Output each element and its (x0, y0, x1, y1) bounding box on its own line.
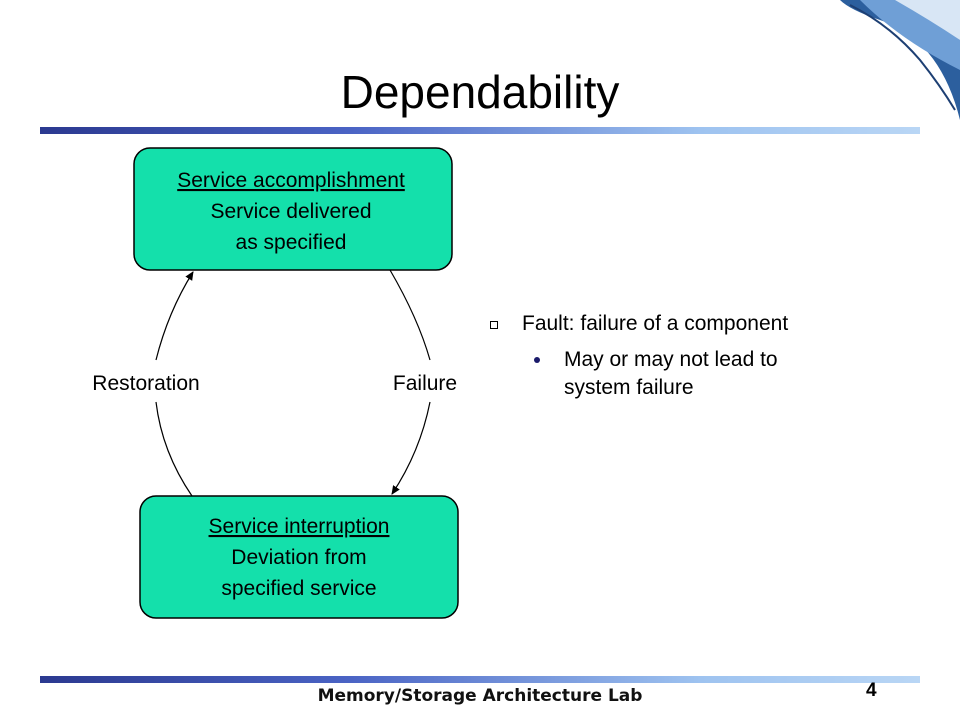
edge-failure-upper (389, 269, 431, 361)
footer-divider (40, 676, 920, 683)
node-service-interruption: Service interruption Deviation from spec… (139, 495, 459, 619)
bullet-item-fault: Fault: failure of a component (488, 310, 908, 338)
node-bottom-title: Service interruption (209, 515, 390, 538)
edge-label-failure: Failure (393, 372, 457, 395)
bullet-text-fault: Fault: failure of a component (522, 312, 789, 335)
node-top-line-1: Service delivered (210, 200, 371, 223)
dot-bullet-icon (534, 357, 540, 363)
page-curl-decoration (840, 0, 960, 120)
node-top-line-2: as specified (236, 231, 347, 254)
sub-bullet-line-2: system failure (564, 376, 694, 399)
title-divider (40, 127, 920, 134)
bullet-list: Fault: failure of a component May or may… (488, 310, 908, 402)
footer-lab-name: Memory/Storage Architecture Lab (317, 686, 643, 706)
sub-bullet-line-1: May or may not lead to (564, 348, 778, 371)
slide-title: Dependability (340, 66, 620, 118)
square-bullet-icon (490, 321, 498, 329)
page-number: 4 (866, 680, 877, 701)
node-top-title: Service accomplishment (177, 169, 405, 192)
edge-label-restoration: Restoration (92, 372, 199, 395)
node-service-accomplishment: Service accomplishment Service delivered… (133, 147, 453, 271)
node-bottom-line-2: specified service (221, 577, 376, 600)
node-bottom-line-1: Deviation from (231, 546, 366, 569)
sub-bullet-item: May or may not lead to system failure (488, 346, 908, 402)
edge-restoration-upper (155, 271, 194, 361)
edge-restoration-lower (155, 401, 193, 497)
edge-failure-lower (391, 401, 431, 495)
